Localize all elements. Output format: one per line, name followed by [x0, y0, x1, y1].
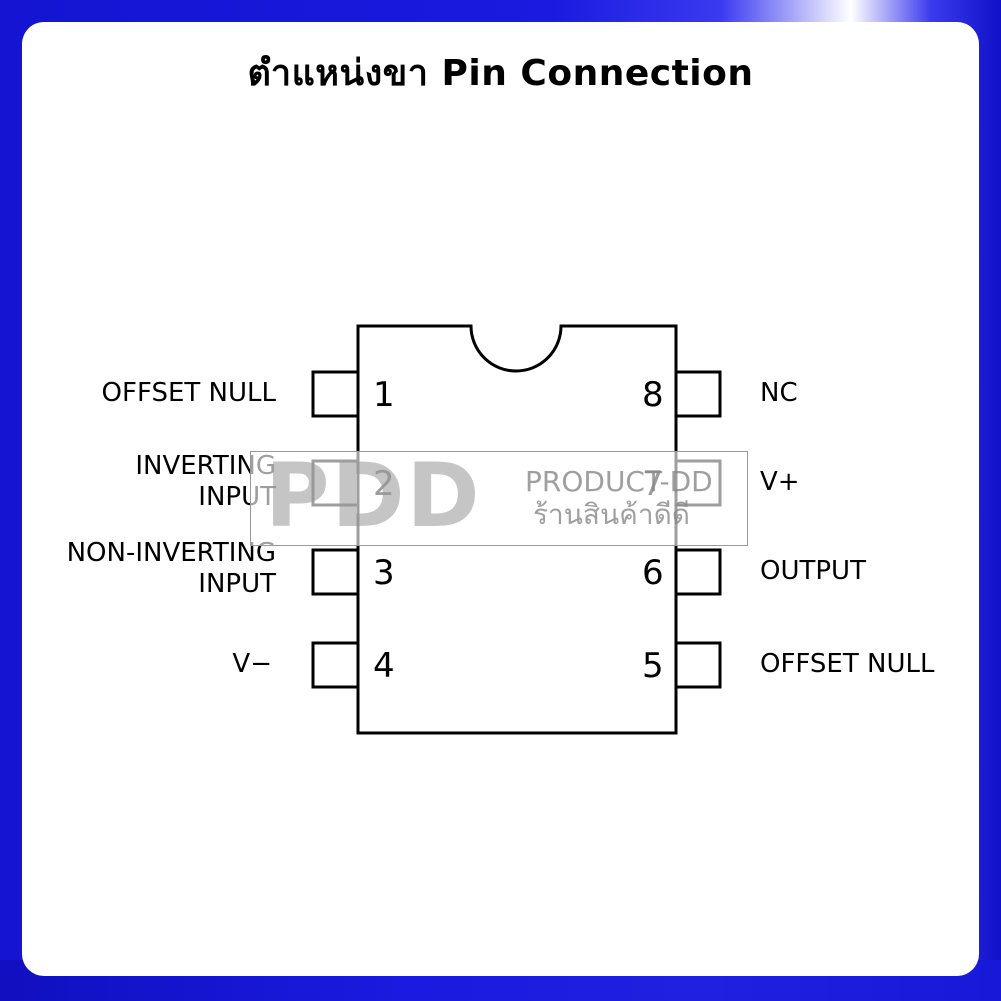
pin-4-lead: [311, 641, 360, 689]
page-title: ตำแหน่งขา Pin Connection: [247, 53, 754, 94]
pin-1-lead: [311, 370, 360, 418]
pin-number-8: 8: [642, 375, 664, 415]
pin-number-1: 1: [373, 375, 395, 415]
watermark-box: PDD PRODUCT-DD ร้านสินค้าดีดี: [250, 446, 748, 546]
pin-4-label: V−: [232, 649, 272, 679]
pin-3-label: NON-INVERTING INPUT: [66, 538, 276, 599]
pin-number-5: 5: [642, 646, 664, 686]
pin-1-label: OFFSET NULL: [101, 378, 276, 408]
watermark-text-en: PRODUCT-DD: [525, 465, 713, 498]
pin-number-4: 4: [373, 646, 395, 686]
pin-6-label: OUTPUT: [760, 556, 866, 586]
pin-6-lead: [674, 548, 722, 596]
pin-5-lead: [674, 641, 722, 689]
pin-8-lead: [674, 370, 722, 418]
pin-number-6: 6: [642, 553, 664, 593]
pin-3-lead: [311, 548, 360, 596]
watermark-text-th: ร้านสินค้าดีดี: [533, 498, 690, 531]
watermark-logo: PDD: [265, 444, 482, 547]
pin-7-label: V+: [760, 467, 800, 497]
pin-number-3: 3: [373, 553, 395, 593]
pin-8-label: NC: [760, 378, 798, 408]
pin-5-label: OFFSET NULL: [760, 649, 935, 679]
ic-body-outline: [356, 324, 678, 735]
